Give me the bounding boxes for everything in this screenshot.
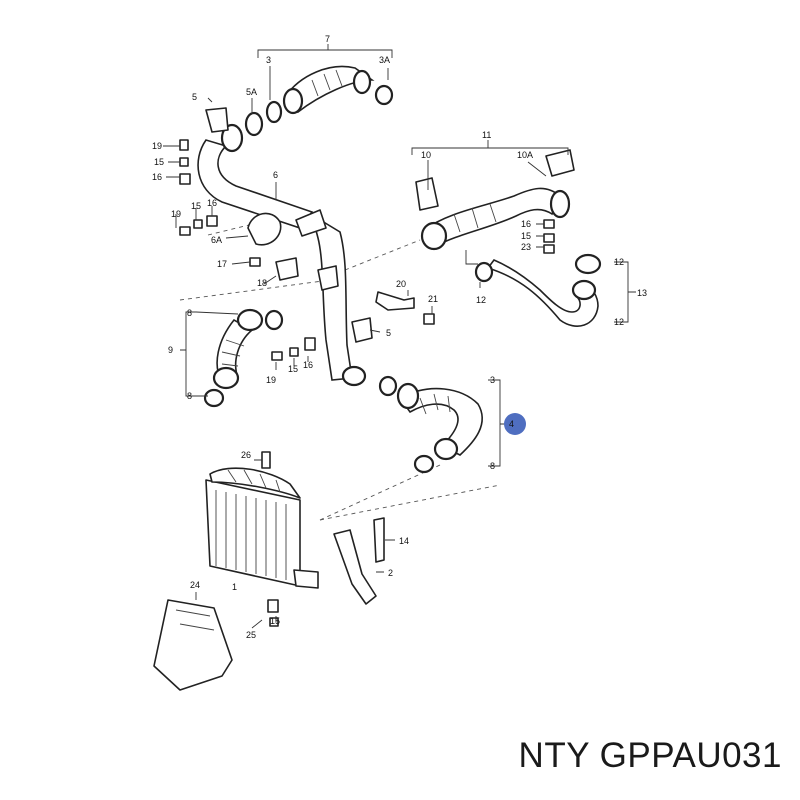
- callout-6A: 6A: [211, 235, 222, 245]
- callout-12: 12: [614, 257, 624, 267]
- callout-10A: 10A: [517, 150, 533, 160]
- callout-8: 8: [187, 391, 192, 401]
- part-caption: NTY GPPAU031: [519, 736, 782, 776]
- callout-6: 6: [273, 170, 278, 180]
- callout-20: 20: [396, 279, 406, 289]
- callout-5: 5: [192, 92, 197, 102]
- callout-8: 8: [187, 308, 192, 318]
- callout-3: 3: [266, 55, 271, 65]
- part-number: GPPAU031: [599, 736, 782, 775]
- callout-3: 3: [490, 375, 495, 385]
- callout-13: 13: [637, 288, 647, 298]
- callout-17: 17: [217, 259, 227, 269]
- bracket-2: [333, 517, 385, 605]
- callout-24: 24: [190, 580, 200, 590]
- callout-3A: 3A: [379, 55, 390, 65]
- callout-4-highlight: [504, 413, 526, 435]
- upper-hose-7: [265, 65, 394, 124]
- hose-13: [474, 253, 602, 327]
- callout-14: 14: [399, 536, 409, 546]
- callout-23: 23: [521, 242, 531, 252]
- callout-16: 16: [303, 360, 313, 370]
- brand-name: NTY: [518, 736, 590, 775]
- callout-15: 15: [270, 616, 280, 626]
- callout-10: 10: [421, 150, 431, 160]
- callout-26: 26: [241, 450, 251, 460]
- callout-8: 8: [490, 461, 495, 471]
- callout-16: 16: [207, 198, 217, 208]
- callout-19: 19: [152, 141, 162, 151]
- callout-5: 5: [386, 328, 391, 338]
- hose-4: [378, 375, 483, 474]
- callout-15: 15: [521, 231, 531, 241]
- pipe-11: [415, 149, 575, 251]
- callout-19: 19: [266, 375, 276, 385]
- fasteners: [179, 139, 555, 627]
- air-duct-24: [153, 599, 233, 691]
- hose-9: [203, 308, 284, 408]
- callout-12: 12: [614, 317, 624, 327]
- leader-lines: [163, 44, 636, 629]
- callout-25: 25: [246, 630, 256, 640]
- callout-5A: 5A: [246, 87, 257, 97]
- pipe-5: [295, 209, 373, 387]
- callout-15: 15: [154, 157, 164, 167]
- callout-15: 15: [191, 201, 201, 211]
- callout-19: 19: [171, 209, 181, 219]
- callout-4: 4: [509, 419, 514, 429]
- callout-12: 12: [476, 295, 486, 305]
- callout-1: 1: [232, 582, 237, 592]
- callout-labels: 7 3 3A 5 5A 19 15 16 6 19 15 16 6A 17 18…: [152, 34, 647, 640]
- callout-21: 21: [428, 294, 438, 304]
- callout-15: 15: [288, 364, 298, 374]
- callout-9: 9: [168, 345, 173, 355]
- bracket-20: [375, 291, 415, 311]
- callout-16: 16: [152, 172, 162, 182]
- callout-16: 16: [521, 219, 531, 229]
- callout-7: 7: [325, 34, 330, 44]
- callout-18: 18: [257, 278, 267, 288]
- callout-2: 2: [388, 568, 393, 578]
- pipe-6: [197, 107, 314, 281]
- intercooler-1: [205, 467, 319, 589]
- callout-11: 11: [482, 130, 491, 140]
